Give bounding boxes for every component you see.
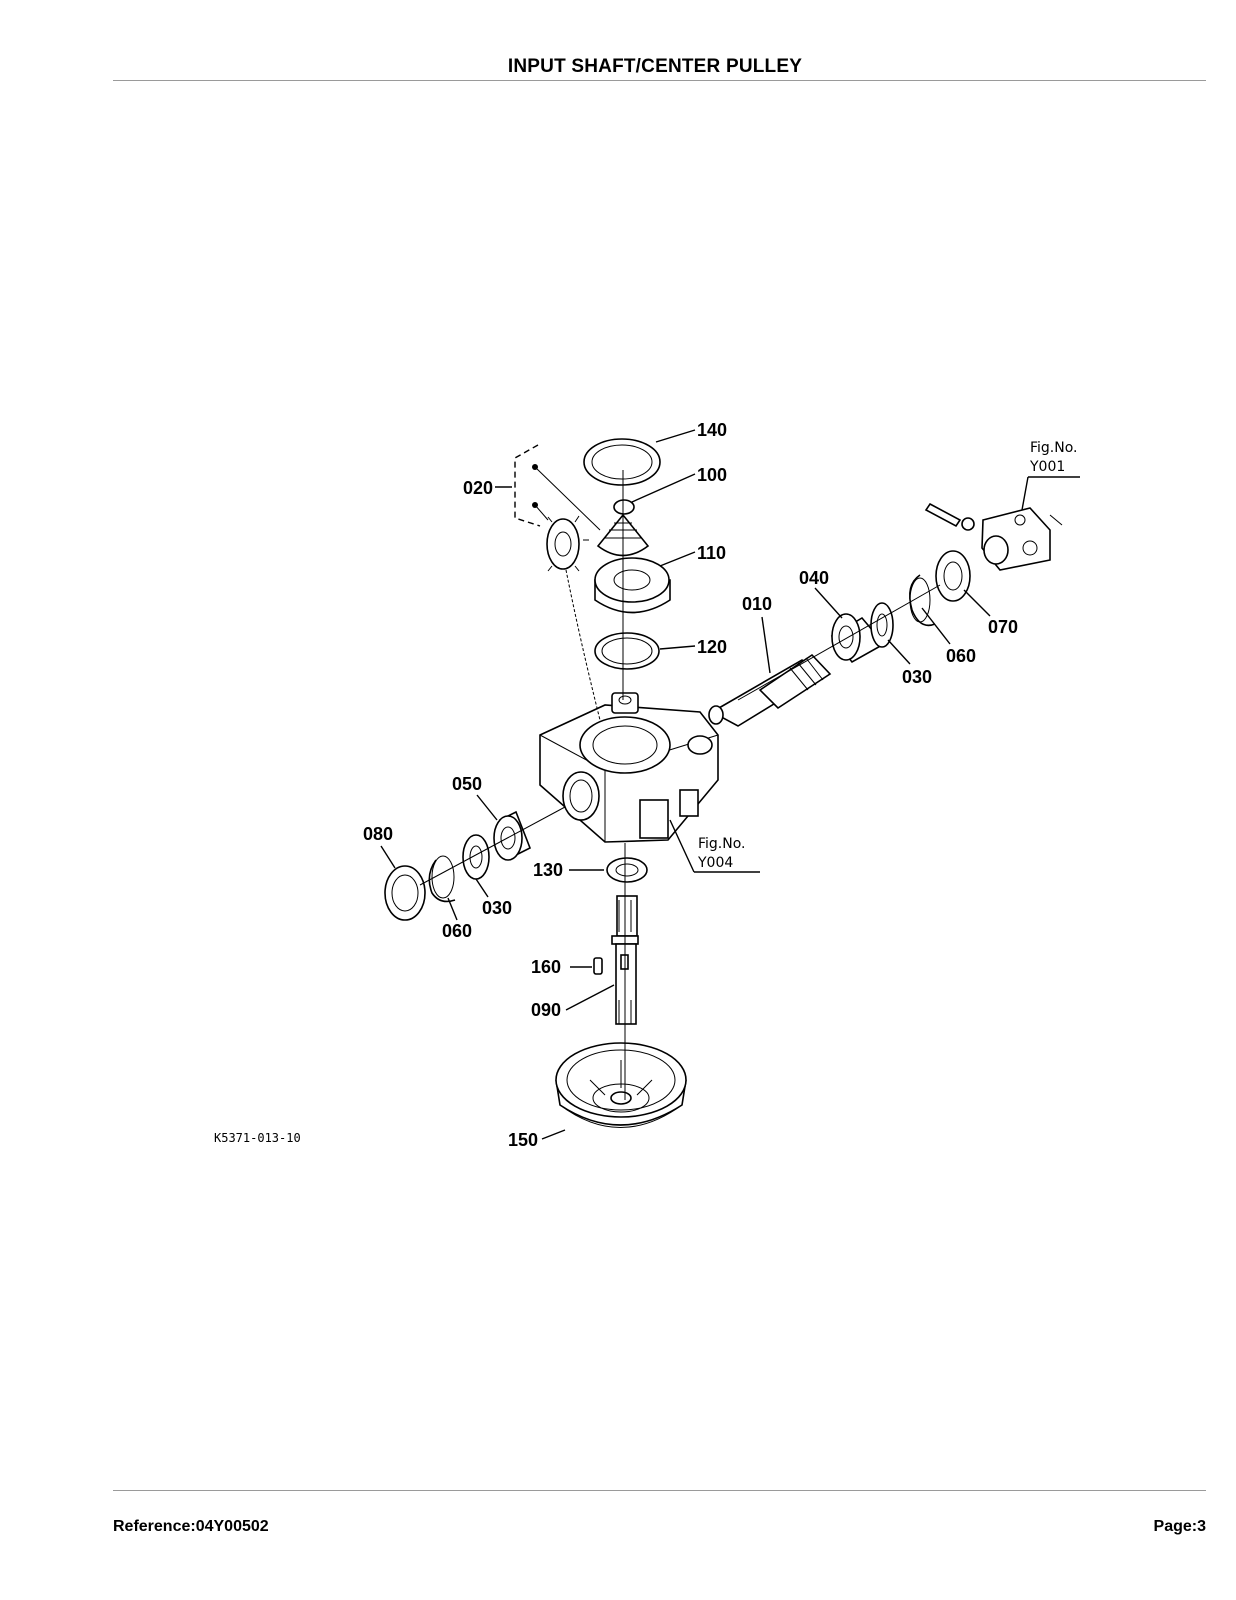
callout-010: 010 bbox=[742, 594, 772, 614]
callout-030-right: 030 bbox=[902, 667, 932, 687]
callout-150: 150 bbox=[508, 1130, 538, 1150]
callout-020: 020 bbox=[463, 478, 493, 498]
callout-100: 100 bbox=[697, 465, 727, 485]
spacer-030-left bbox=[462, 834, 490, 880]
key-160 bbox=[593, 957, 603, 975]
snap-ring-060-right bbox=[909, 574, 936, 627]
gearbox-housing bbox=[539, 692, 719, 843]
page-title: INPUT SHAFT/CENTER PULLEY bbox=[507, 56, 803, 77]
seal-070 bbox=[935, 550, 971, 602]
header-rule bbox=[113, 80, 1206, 81]
snap-ring-060-left bbox=[428, 855, 456, 903]
callout-070: 070 bbox=[988, 617, 1018, 637]
callout-060-left: 060 bbox=[442, 921, 472, 941]
callout-040: 040 bbox=[799, 568, 829, 588]
footer-rule bbox=[113, 1490, 1206, 1491]
reference-number: Reference:04Y00502 bbox=[113, 1518, 269, 1535]
callout-050: 050 bbox=[452, 774, 482, 794]
callout-090: 090 bbox=[531, 1000, 561, 1020]
callout-060-right: 060 bbox=[946, 646, 976, 666]
leader-lines bbox=[380, 429, 1080, 1140]
bearing-110 bbox=[594, 557, 671, 614]
pulley-150 bbox=[555, 1042, 687, 1128]
fig-ref-code-y004: Y004 bbox=[697, 855, 733, 871]
fig-ref-code-y001: Y001 bbox=[1029, 459, 1065, 475]
input-shaft-010 bbox=[708, 653, 832, 727]
seal-130 bbox=[606, 857, 648, 883]
callout-030-left: 030 bbox=[482, 898, 512, 918]
callout-080: 080 bbox=[363, 824, 393, 844]
callout-160: 160 bbox=[531, 957, 561, 977]
drawing-code: K5371-013-10 bbox=[214, 1131, 301, 1145]
page-number: Page:3 bbox=[1153, 1518, 1206, 1535]
collar-100 bbox=[613, 499, 635, 515]
seal-080 bbox=[384, 865, 426, 921]
callout-130: 130 bbox=[533, 860, 563, 880]
spacer-030-right bbox=[870, 602, 894, 648]
callout-140: 140 bbox=[697, 420, 727, 440]
fig-ref-label-y004: Fig.No. bbox=[698, 836, 746, 852]
fig-ref-label-y001: Fig.No. bbox=[1030, 440, 1078, 456]
callout-120: 120 bbox=[697, 637, 727, 657]
universal-joint-y001 bbox=[924, 502, 1063, 571]
snap-ring-120 bbox=[594, 632, 660, 670]
callout-110: 110 bbox=[697, 543, 726, 563]
oil-seal-140 bbox=[583, 438, 661, 486]
